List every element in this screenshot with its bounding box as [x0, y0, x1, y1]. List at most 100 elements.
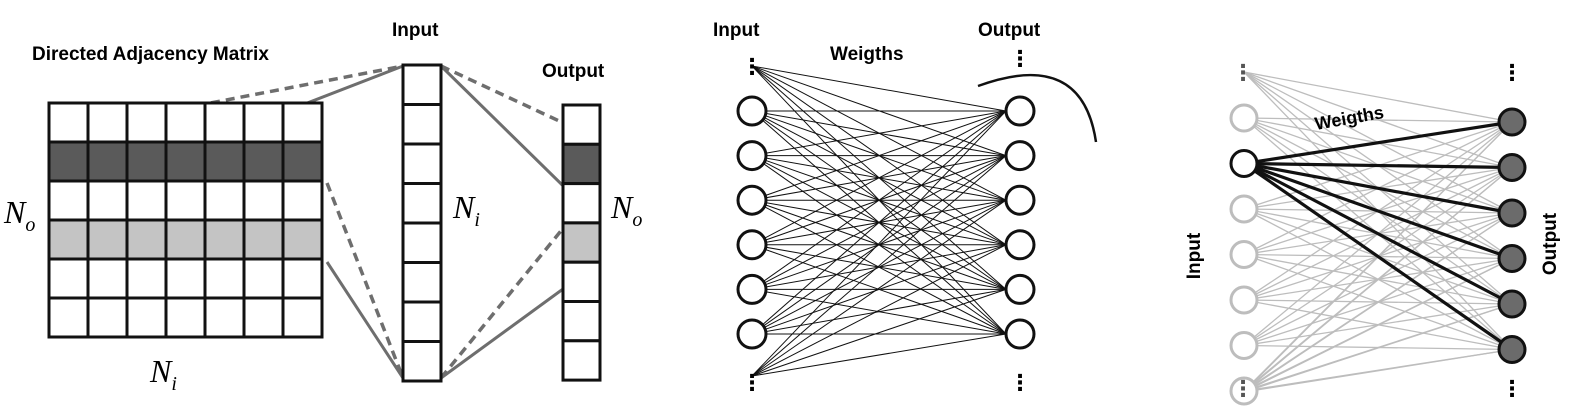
network-output-label: Output: [978, 20, 1041, 41]
faded-input-node: [1229, 285, 1259, 315]
faded-input-node: [1229, 194, 1259, 224]
network-input-label: Input: [713, 20, 760, 41]
faded-input-node: [1229, 240, 1259, 269]
matrix-cell: [47, 296, 90, 339]
matrix-cell: [125, 140, 168, 183]
matrix-cell: [125, 101, 168, 144]
input-vector-cell: [401, 182, 443, 225]
highlight-input-top-ellipsis: ⋮: [1232, 60, 1254, 85]
matrix-cell: [47, 257, 90, 300]
input-vector-cell: [401, 63, 443, 106]
weight-edge: [751, 155, 1007, 377]
network-weights-label: Weigths: [830, 44, 904, 65]
highlighted-input-node: [1229, 149, 1259, 178]
matrix-cell: [125, 179, 168, 222]
faded-input-node: [1229, 103, 1259, 133]
weight-edge: [751, 65, 1007, 112]
highlight-output-top-ellipsis: ⋮: [1501, 60, 1523, 85]
output-node: [1004, 140, 1036, 172]
matrix-cell: [86, 257, 129, 300]
matrix-cell: [125, 296, 168, 339]
matrix-cell: [281, 179, 324, 222]
active-weight-edge: [1243, 161, 1513, 215]
matrix-cell: [242, 257, 285, 300]
matrix-row-symbol: No: [3, 194, 35, 236]
matrix-cell: [203, 257, 246, 300]
highlight-weights-label: Weigths: [1313, 102, 1385, 134]
faded-edge: [1243, 303, 1513, 393]
output-vector-cell: [561, 142, 602, 186]
highlight-output-label: Output: [1540, 212, 1561, 275]
weight-edge: [751, 244, 1007, 377]
input-bottom-ellipsis: ⋮: [741, 370, 763, 395]
output-bottom-ellipsis: ⋮: [1009, 370, 1031, 395]
matrix-cell: [203, 179, 246, 222]
input-vector-cell: [401, 103, 443, 146]
weight-edge: [751, 199, 1007, 335]
output-node: [1497, 198, 1527, 228]
output-bracket-arc: [977, 73, 1098, 143]
input-node: [736, 318, 768, 350]
input-node: [736, 184, 768, 216]
matrix-cell: [281, 257, 324, 300]
matrix-cell: [47, 179, 90, 222]
matrix-cell: [203, 101, 246, 144]
weight-edges: [751, 65, 1007, 377]
weight-edge: [751, 110, 1007, 290]
adjacency-matrix: [47, 101, 324, 339]
output-vector-cell: [561, 300, 602, 343]
faded-input-node: [1229, 376, 1259, 406]
output-node: [1004, 95, 1036, 127]
weight-edge: [751, 110, 1007, 377]
active-weight-edge: [1243, 161, 1513, 170]
output-top-ellipsis: ⋮: [1009, 46, 1031, 71]
matrix-cell: [125, 257, 168, 300]
highlight-network-nodes: [1229, 103, 1527, 406]
active-weight-edge: [1243, 162, 1513, 351]
faded-edge: [1243, 117, 1513, 123]
matrix-cell: [242, 218, 285, 261]
matrix-cell: [86, 140, 129, 183]
matrix-cell: [242, 179, 285, 222]
weight-edge: [751, 110, 1007, 246]
matrix-cell: [242, 101, 285, 144]
weight-edge: [751, 333, 1007, 377]
output-node: [1497, 244, 1527, 273]
output-node: [1004, 229, 1036, 261]
highlight-input-label: Input: [1184, 232, 1205, 279]
output-vector-label: Output: [542, 61, 605, 82]
matrix-title: Directed Adjacency Matrix: [32, 44, 269, 65]
input-vector-cell: [401, 142, 443, 185]
weight-edge: [751, 110, 1007, 335]
matrix-cell: [203, 140, 246, 183]
matrix-col-symbol: Ni: [149, 353, 177, 395]
highlight-input-bottom-ellipsis: ⋮: [1232, 376, 1254, 401]
output-node: [1004, 184, 1036, 216]
fully-connected-panel: Input Weigths Output ⋮ ⋮ ⋮ ⋮: [713, 20, 1098, 395]
input-node: [736, 95, 768, 127]
output-size-symbol: No: [610, 189, 642, 231]
matrix-cell: [164, 257, 207, 300]
active-weight-edge: [1243, 162, 1513, 306]
weight-edge: [751, 199, 1007, 377]
matrix-cell: [203, 218, 246, 261]
output-vector-cell: [561, 103, 602, 146]
output-node: [1497, 289, 1527, 319]
output-vector-cell: [561, 339, 602, 382]
matrix-cell: [281, 101, 324, 144]
matrix-cell: [203, 296, 246, 339]
input-size-symbol: Ni: [452, 189, 480, 231]
active-weight-edge: [1243, 120, 1513, 166]
weight-edge: [751, 288, 1007, 335]
matrix-cell: [164, 179, 207, 222]
output-node: [1004, 273, 1036, 305]
faded-input-node: [1229, 331, 1259, 360]
matrix-cell: [242, 296, 285, 339]
matrix-cell: [86, 101, 129, 144]
output-node: [1497, 153, 1527, 182]
dashed-connector: [325, 182, 405, 379]
matrix-cell: [47, 101, 90, 144]
matrix-cell: [86, 179, 129, 222]
weight-edge: [751, 155, 1007, 335]
active-weight-edges: [1243, 120, 1513, 351]
